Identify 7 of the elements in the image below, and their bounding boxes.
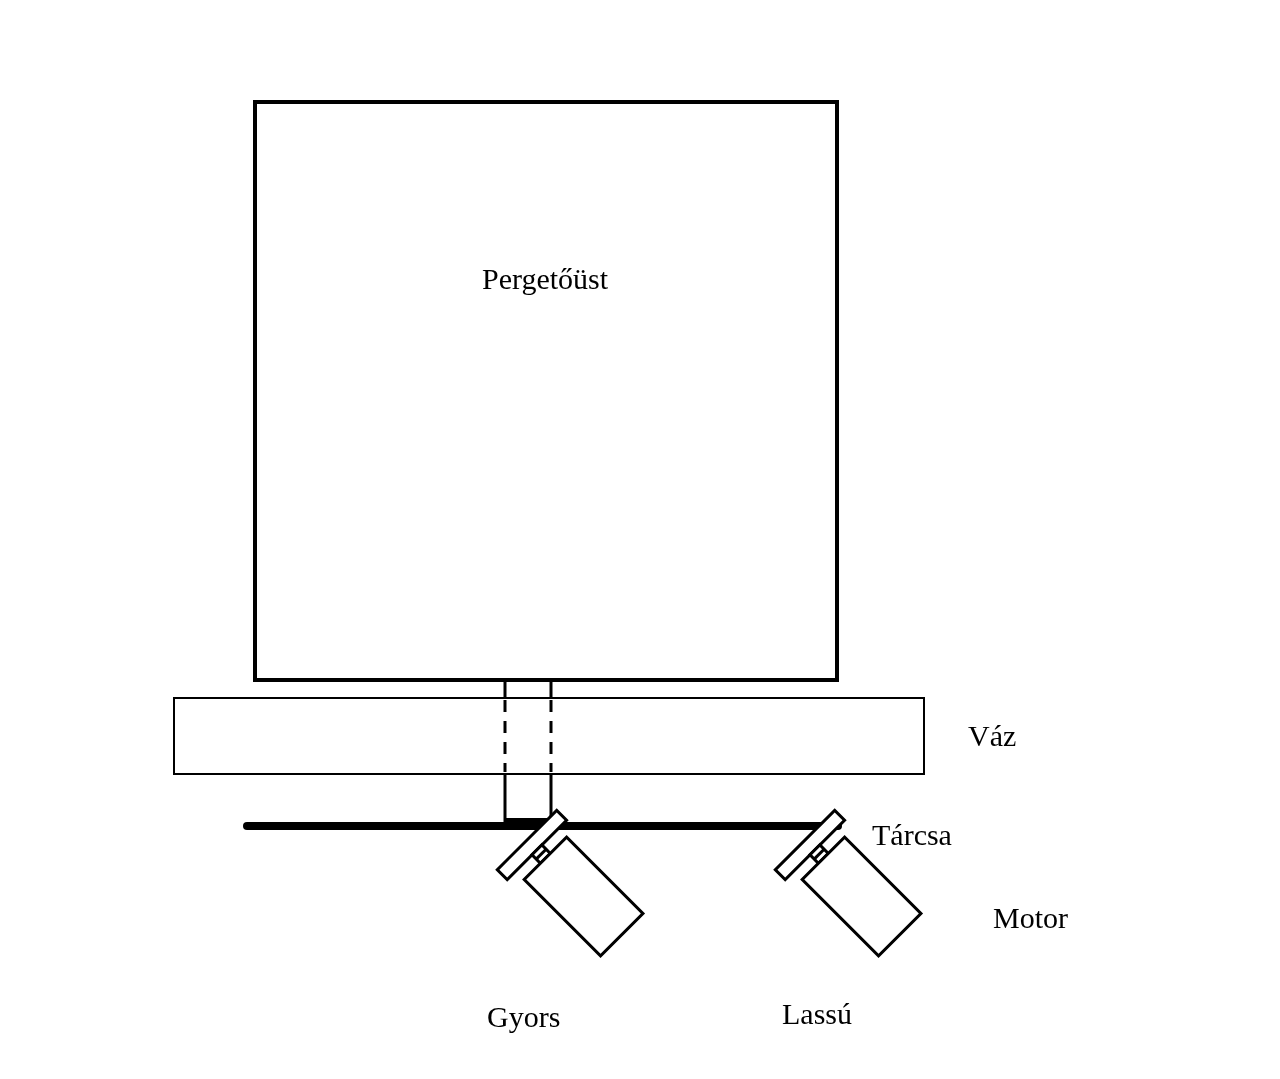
- part-label: Motor: [993, 903, 1068, 933]
- extractor-tank: [253, 100, 839, 682]
- motor-label: Gyors: [487, 1002, 561, 1032]
- frame-label: Váz: [968, 721, 1017, 751]
- tank-label: Pergetőüst: [482, 264, 609, 294]
- motor-label: Lassú: [782, 999, 852, 1029]
- disc-label: Tárcsa: [872, 820, 952, 850]
